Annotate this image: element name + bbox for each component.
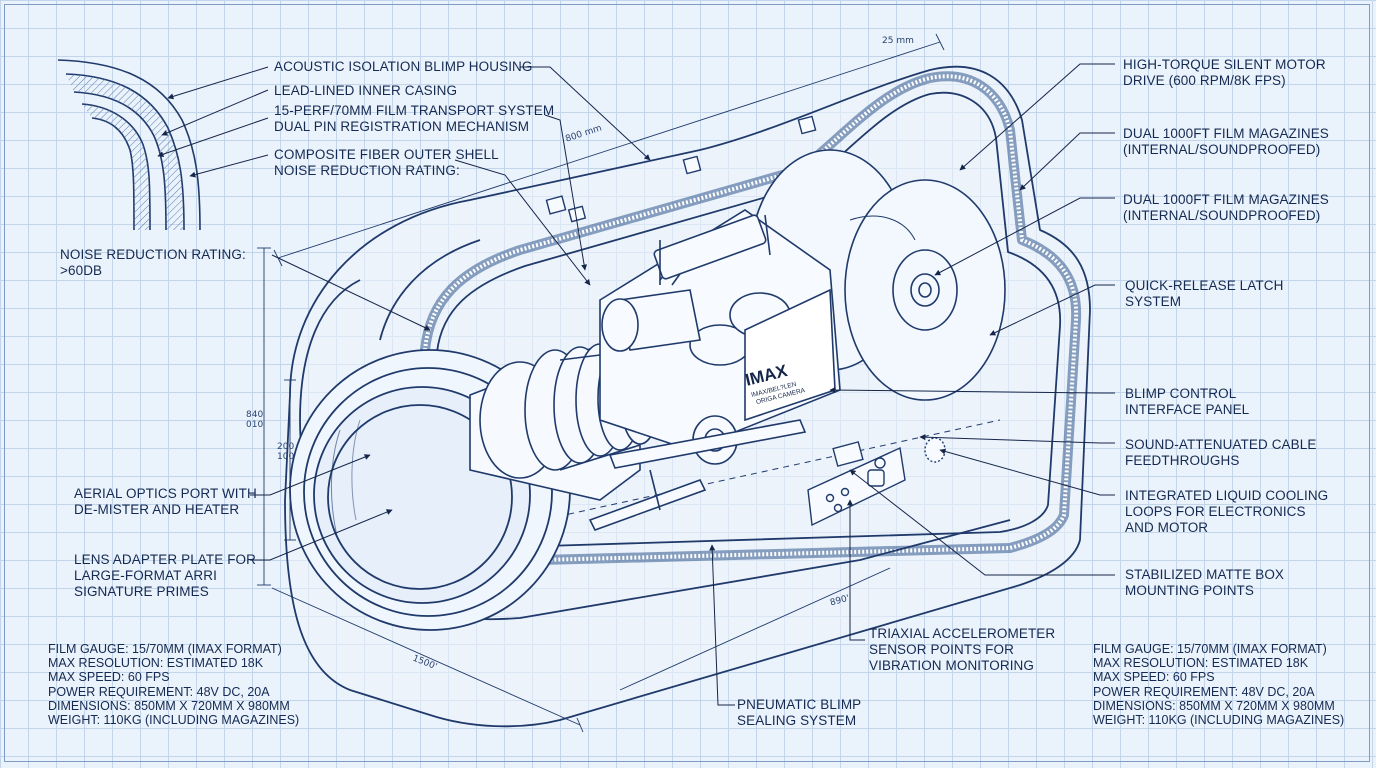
control-panel: [807, 437, 946, 527]
spec-line: WEIGHT: 110KG (INCLUDING MAGAZINES): [48, 713, 300, 728]
label-cable-feedthroughs: SOUND-ATTENUATED CABLE FEEDTHROUGHS: [1125, 437, 1317, 468]
wall-section-inset: [57, 59, 201, 231]
label-aerial-optics: AERIAL OPTICS PORT WITH DE-MISTER AND HE…: [74, 486, 257, 517]
label-pneumatic: PNEUMATIC BLIMP SEALING SYSTEM: [737, 697, 862, 728]
spec-line: MAX SPEED: 60 FPS: [48, 670, 170, 685]
label-matte-box: STABILIZED MATTE BOX MOUNTING POINTS: [1125, 567, 1285, 598]
label-composite-shell: COMPOSITE FIBER OUTER SHELL NOISE REDUCT…: [274, 147, 499, 178]
spec-line: MAX SPEED: 60 FPS: [1093, 670, 1215, 685]
spec-line: WEIGHT: 110KG (INCLUDING MAGAZINES): [1093, 713, 1345, 728]
leader-lines: [157, 63, 1115, 706]
label-acoustic-housing: ACOUSTIC ISOLATION BLIMP HOUSING: [274, 59, 533, 74]
spec-line: MAX RESOLUTION: ESTIMATED 18K: [48, 656, 264, 671]
drawing-frame: [4, 4, 1370, 762]
label-control-panel: BLIMP CONTROL INTERFACE PANEL: [1125, 386, 1250, 417]
label-magazines-1: DUAL 1000ft FILM MAGAZINES (INTERNAL/SOU…: [1123, 126, 1329, 157]
spec-block-right: FILM GAUGE: 15/70MM (IMAX FORMAT) MAX RE…: [1093, 642, 1344, 727]
label-magazines-2: DUAL 1000ft FILM MAGAZINES (INTERNAL/SOU…: [1123, 192, 1329, 223]
dim-vert-outer: 840 010: [246, 410, 264, 430]
spec-line: FILM GAUGE: 15/70MM (IMAX FORMAT): [48, 642, 282, 656]
spec-line: DIMENSIONS: 850MM X 720MM X 980MM: [48, 698, 290, 713]
label-latch: QUICK-RELEASE LATCH SYSTEM: [1125, 278, 1284, 309]
spec-line: FILM GAUGE: 15/70MM (IMAX FORMAT): [1093, 642, 1327, 656]
camera-body: [599, 209, 841, 511]
spec-line: DIMENSIONS: 850MM X 720MM X 980MM: [1093, 698, 1335, 713]
lens-barrel: [469, 343, 707, 531]
dim-vert-inner: 200 100: [277, 442, 295, 462]
label-motor-drive: HIGH-TORQUE SILENT MOTOR DRIVE (600 RPM/…: [1123, 57, 1326, 88]
dimension-lines: [257, 33, 945, 733]
spec-line: POWER REQUIREMENT: 48V DC, 20A: [48, 684, 270, 699]
latches: [545, 115, 864, 467]
label-lead-lined: LEAD-LINED INNER CASING: [274, 83, 458, 98]
label-cooling: INTEGRATED LIQUID COOLING LOOPS FOR ELEC…: [1125, 488, 1329, 535]
label-accelerometer: TRIAXIAL ACCELEROMETER SENSOR POINTS FOR…: [869, 626, 1056, 673]
label-film-transport: 15-PERF/70MM FILM TRANSPORT SYSTEM DUAL …: [274, 103, 555, 134]
spec-line: MAX RESOLUTION: ESTIMATED 18K: [1093, 656, 1309, 671]
label-lens-adapter: LENS ADAPTER PLATE FOR LARGE-FORMAT ARRI…: [74, 552, 256, 599]
spec-line: POWER REQUIREMENT: 48V DC, 20A: [1093, 684, 1315, 699]
label-noise-rating: NOISE REDUCTION RATING: >60dB: [60, 247, 246, 278]
spec-block-left: FILM GAUGE: 15/70MM (IMAX FORMAT) MAX RE…: [48, 642, 299, 727]
dim-top-small: 25 mm: [882, 36, 914, 46]
